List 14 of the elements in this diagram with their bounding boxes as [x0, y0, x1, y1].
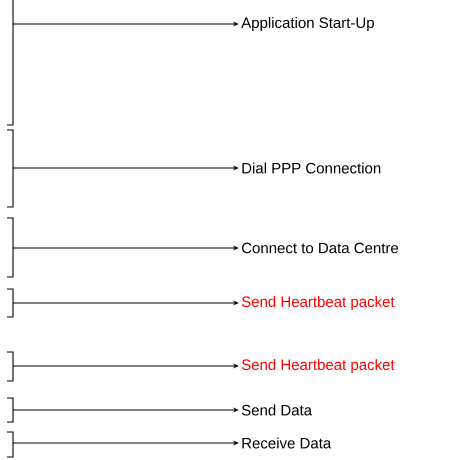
- bracket: [7, 397, 14, 423]
- bracket: [7, 217, 14, 278]
- bracket: [7, 431, 14, 458]
- step-label: Receive Data: [242, 437, 332, 448]
- bracket: [7, 288, 14, 318]
- bracket: [7, 129, 14, 208]
- step-label: Connect to Data Centre: [242, 242, 398, 254]
- step-label: Send Heartbeat packet: [242, 359, 394, 373]
- step-label: Send Data: [242, 404, 312, 416]
- step-label: Dial PPP Connection: [242, 162, 380, 174]
- step-label: Send Heartbeat packet: [242, 296, 394, 310]
- bracket: [7, 351, 14, 382]
- step-label: Application Start-Up: [241, 17, 374, 31]
- bracket: [7, 0, 14, 126]
